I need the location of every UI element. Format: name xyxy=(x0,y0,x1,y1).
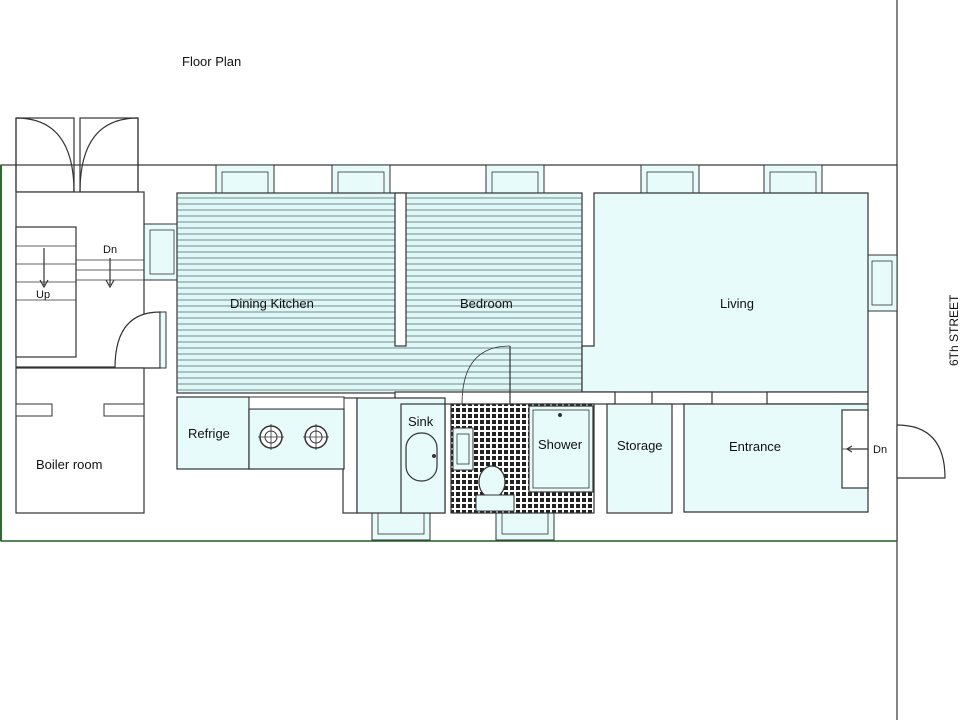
window-right xyxy=(865,254,898,312)
windows-top xyxy=(215,164,823,194)
label-living: Living xyxy=(720,296,754,311)
bath-door xyxy=(461,345,511,405)
label-sink: Sink xyxy=(408,414,434,429)
stove-burner-right xyxy=(303,424,329,450)
tiled-bathroom xyxy=(450,403,595,514)
stove-burner-left xyxy=(258,424,284,450)
sink-area xyxy=(356,397,446,514)
label-stair-dn: Dn xyxy=(103,244,117,256)
living-room xyxy=(581,192,869,393)
street-label: 6Th STREET xyxy=(947,294,960,366)
label-storage: Storage xyxy=(617,438,663,453)
label-refrige: Refrige xyxy=(188,426,230,441)
dining-kitchen-floor xyxy=(176,192,583,394)
windows-bottom xyxy=(371,511,555,541)
boiler-room xyxy=(15,367,145,514)
kitchen-appliances xyxy=(176,396,345,470)
window-left xyxy=(142,223,178,281)
label-shower: Shower xyxy=(538,437,583,452)
bedroom-partition-wall xyxy=(394,192,407,347)
label-dining-kitchen: Dining Kitchen xyxy=(230,296,314,311)
entrance-room xyxy=(683,403,946,513)
plan-title: Floor Plan xyxy=(182,54,241,69)
label-stair-up: Up xyxy=(36,289,50,301)
label-bedroom: Bedroom xyxy=(460,296,513,311)
label-boiler-room: Boiler room xyxy=(36,457,102,472)
label-entrance: Entrance xyxy=(729,439,781,454)
storage-room xyxy=(606,403,673,514)
label-entrance-dn: Dn xyxy=(873,444,887,456)
